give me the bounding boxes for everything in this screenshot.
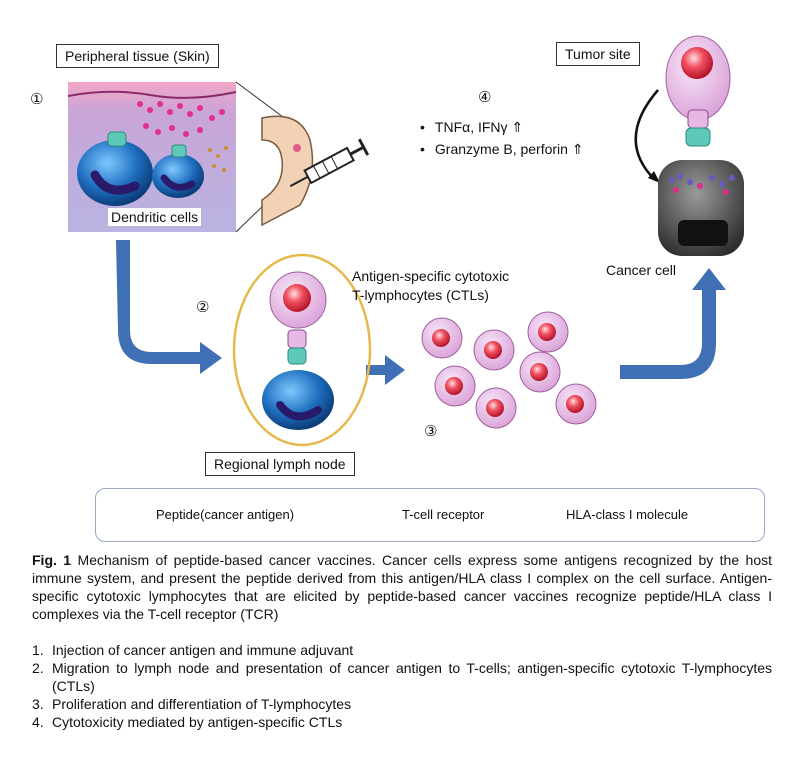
step-list: 1. Injection of cancer antigen and immune…: [32, 641, 772, 731]
list-item: 4. Cytotoxicity mediated by antigen-speci…: [32, 713, 772, 731]
step-2-marker: ②: [196, 298, 210, 316]
step-1-marker: ①: [30, 90, 44, 108]
syringe: [289, 138, 370, 188]
cancer-cell: [658, 160, 744, 256]
cancer-cell-label: Cancer cell: [606, 262, 677, 278]
dendritic-cell-large: [77, 131, 153, 206]
list-item-number: 1.: [32, 642, 44, 658]
step-4-marker: ④: [478, 88, 492, 106]
figure-caption: Fig. 1 Mechanism of peptide-based cancer…: [32, 551, 772, 623]
mechanism-diagram: [67, 35, 744, 525]
ctl-label-line1: Antigen-specific cytotoxic: [352, 268, 510, 284]
figure-label: Fig. 1: [32, 552, 72, 568]
tumor-site-ctl: [665, 35, 731, 147]
tumor-site-label: Tumor site: [556, 42, 640, 66]
list-item-text: Cytotoxicity mediated by antigen-specifi…: [52, 714, 343, 730]
peripheral-tissue-label: Peripheral tissue (Skin): [56, 44, 219, 68]
regional-lymph-node-label: Regional lymph node: [205, 452, 355, 476]
list-item: 2. Migration to lymph node and presentati…: [32, 659, 772, 695]
list-item: 3. Proliferation and differentiation of T…: [32, 695, 772, 713]
step-3-marker: ③: [424, 422, 438, 440]
list-item-number: 4.: [32, 714, 44, 730]
ctl-label-line2: T-lymphocytes (CTLs): [352, 287, 489, 303]
list-item: 1. Injection of cancer antigen and immune…: [32, 641, 772, 659]
lymph-node: [232, 253, 372, 447]
legend-peptide-label: Peptide(cancer antigen): [156, 507, 295, 522]
list-item-text: Migration to lymph node and presentation…: [52, 660, 772, 694]
list-item-text: Proliferation and differentiation of T-l…: [52, 696, 352, 712]
effector-item: Granzyme B, perforin ⇑: [420, 138, 584, 160]
list-item-text: Injection of cancer antigen and immune a…: [52, 642, 354, 658]
list-item-number: 3.: [32, 696, 44, 712]
effector-list: TNFα, IFNγ ⇑ Granzyme B, perforin ⇑: [420, 116, 584, 160]
caption-text: Mechanism of peptide-based cancer vaccin…: [32, 552, 773, 622]
legend: Peptide(cancer antigen) T-cell receptor …: [95, 488, 765, 542]
flow-arrows: [116, 240, 726, 385]
legend-hla-label: HLA-class I molecule: [566, 507, 689, 522]
ctl-cluster: [421, 311, 597, 429]
dendritic-cell-small: [152, 144, 204, 198]
legend-tcr-label: T-cell receptor: [402, 507, 485, 522]
injection-arm: [261, 115, 314, 227]
dendritic-cells-label: Dendritic cells: [108, 208, 202, 226]
list-item-number: 2.: [32, 660, 44, 676]
effector-item: TNFα, IFNγ ⇑: [420, 116, 584, 138]
